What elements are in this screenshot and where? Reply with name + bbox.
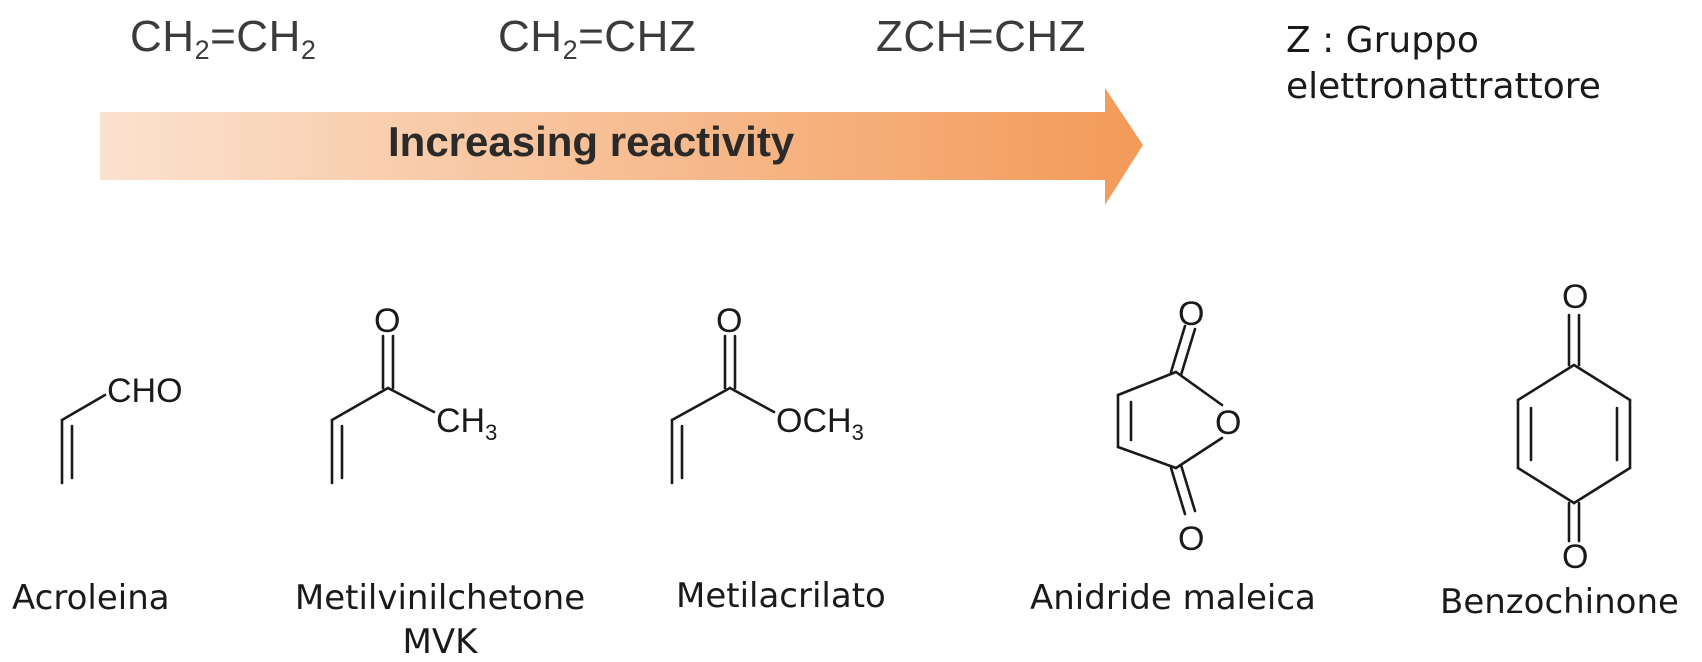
mvk-oxygen-label: O (374, 302, 400, 340)
acrolein-cho-label: CHO (107, 372, 183, 410)
maleic-anhydride-bonds (1116, 324, 1224, 516)
acrylate-ome-label: OCH3 (776, 402, 864, 445)
name-metilvinilchetone: Metilvinilchetone (294, 578, 586, 618)
name-metilacrilato: Metilacrilato (676, 576, 886, 616)
quinone-oxygen-bottom: O (1562, 538, 1588, 576)
note-line: Z : Gruppo (1286, 20, 1479, 61)
arrow-shape (100, 88, 1143, 205)
formula-part: =CHZ (578, 12, 697, 61)
anhydride-oxygen-bottom: O (1178, 520, 1204, 558)
name-benzochinone: Benzochinone (1440, 582, 1679, 622)
acrolein-bonds (60, 393, 107, 485)
group-text: CH (436, 402, 485, 440)
name-mvk: MVK (402, 622, 478, 662)
methyl-acrylate-bonds (670, 334, 776, 485)
quinone-oxygen-top: O (1562, 278, 1588, 316)
formula-subscript: 2 (562, 35, 579, 65)
arrow-label: Increasing reactivity (388, 118, 795, 165)
z-definition-note: Z : Gruppo elettronattrattore (1286, 18, 1601, 110)
reactivity-arrow (100, 88, 1143, 205)
anhydride-ring-oxygen: O (1215, 404, 1241, 442)
group-subscript: 3 (852, 420, 864, 445)
mvk-methyl-label: CH3 (436, 402, 497, 445)
benzoquinone-bonds (1516, 313, 1632, 543)
group-text: OCH (776, 402, 852, 440)
mvk-bonds (330, 334, 436, 485)
note-line: elettronattrattore (1286, 66, 1601, 107)
formula-part: CH (498, 12, 563, 61)
formula-subscript: 2 (194, 35, 211, 65)
formula-disubstituted: ZCH=CHZ (876, 12, 1086, 62)
group-subscript: 3 (485, 420, 497, 445)
acrylate-oxygen-label: O (716, 302, 742, 340)
formula-subscript: 2 (300, 35, 317, 65)
formula-part: ZCH=CHZ (876, 12, 1087, 61)
formula-ethylene: CH2=CH2 (130, 12, 316, 66)
name-anidride-maleica: Anidride maleica (1030, 578, 1316, 618)
formula-part: =CH (210, 12, 301, 61)
formula-monosubstituted: CH2=CHZ (498, 12, 696, 66)
formula-part: CH (130, 12, 195, 61)
anhydride-oxygen-top: O (1178, 295, 1204, 333)
name-acroleina: Acroleina (12, 578, 170, 618)
